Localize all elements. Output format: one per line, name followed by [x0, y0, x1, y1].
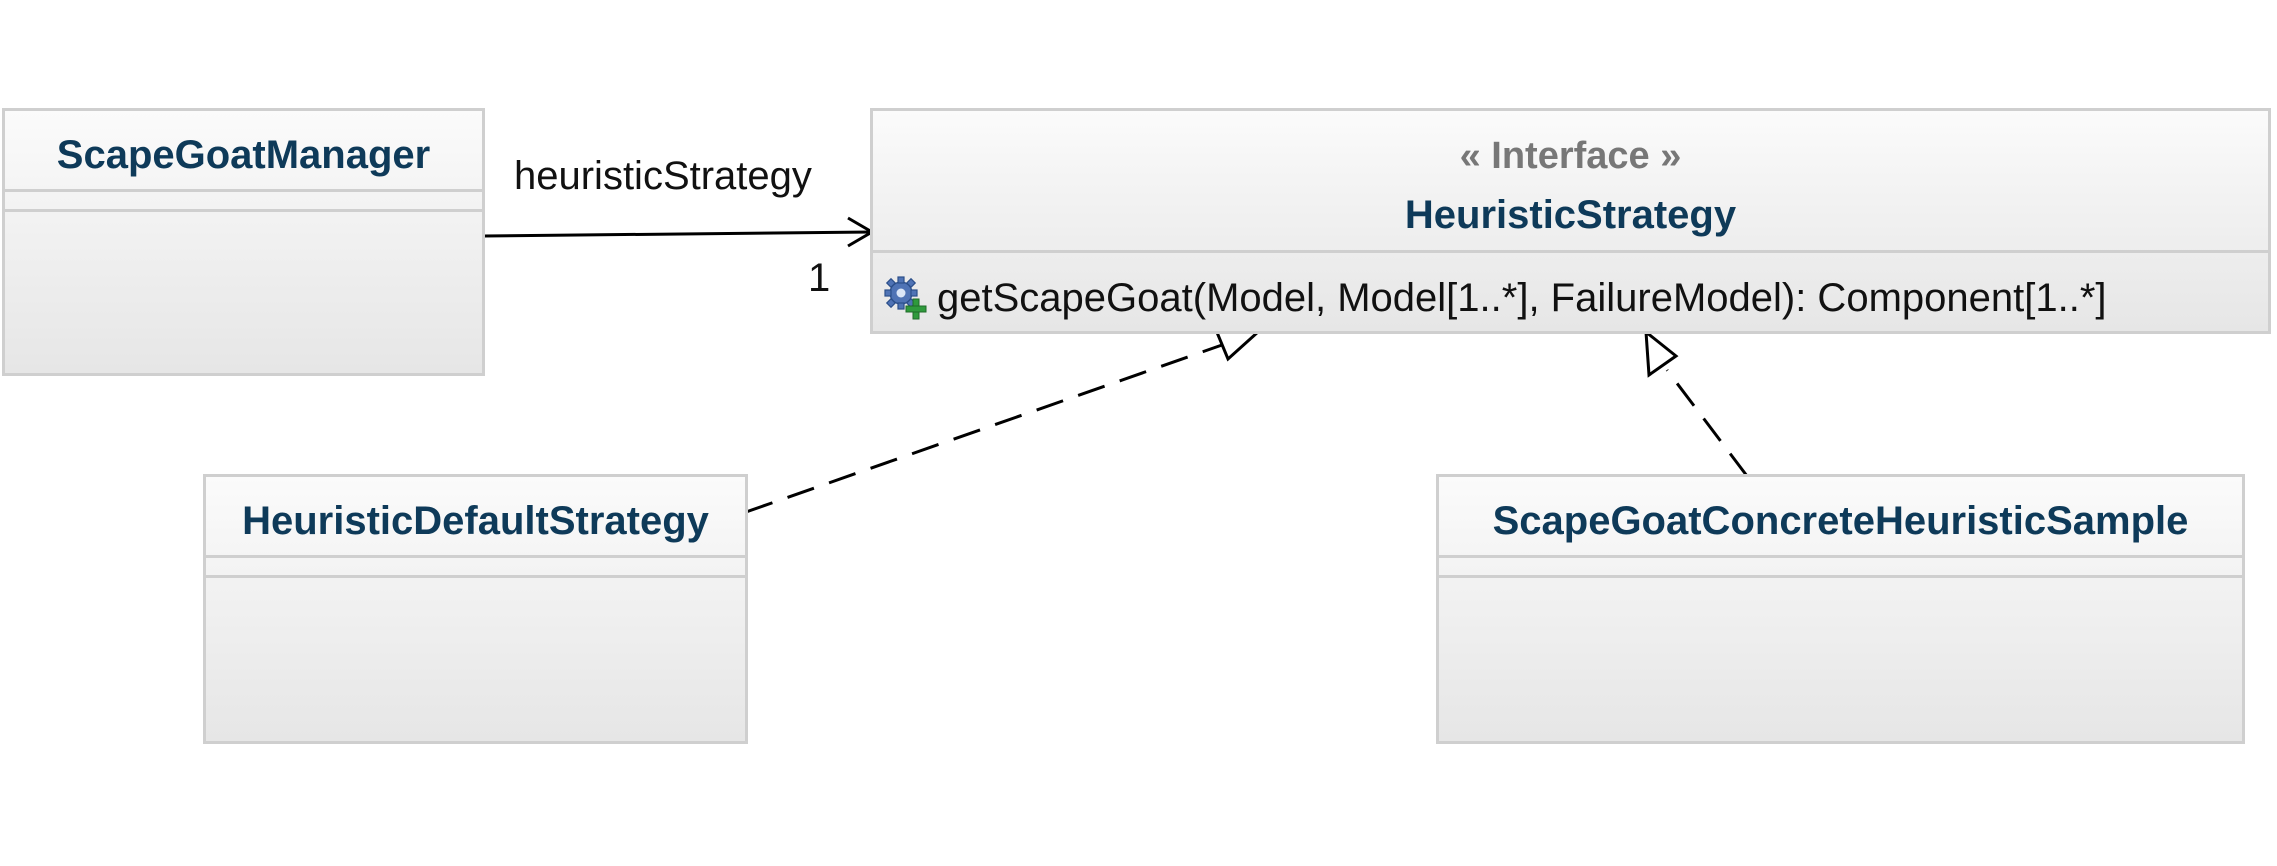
class-divider — [873, 250, 2268, 253]
operation-signature: getScapeGoat(Model, Model[1..*], Failure… — [937, 275, 2107, 320]
class-scapegoatmanager[interactable]: ScapeGoatManager — [2, 108, 485, 376]
class-divider — [5, 209, 482, 212]
class-name: ScapeGoatManager — [56, 133, 431, 177]
operation-getscapegoat[interactable]: getScapeGoat(Model, Model[1..*], Failure… — [883, 275, 2107, 321]
realization-arrowhead-default — [1213, 328, 1262, 362]
association-line[interactable] — [483, 230, 873, 238]
realization-line-default[interactable] — [745, 343, 1223, 514]
class-divider — [1439, 575, 2242, 578]
class-name: HeuristicStrategy — [1404, 193, 1737, 237]
class-scapegoatconcreteheuristicsample[interactable]: ScapeGoatConcreteHeuristicSample — [1436, 474, 2245, 744]
association-role-label: heuristicStrategy — [514, 154, 812, 198]
class-divider — [206, 555, 745, 558]
public-operation-gear-plus-icon — [884, 276, 927, 320]
class-divider — [5, 189, 482, 192]
class-name: HeuristicDefaultStrategy — [242, 499, 709, 543]
realization-arrowhead-concrete — [1644, 328, 1679, 378]
realization-line-concrete[interactable] — [1665, 369, 1749, 477]
class-name: ScapeGoatConcreteHeuristicSample — [1492, 499, 2189, 543]
association-multiplicity-label: 1 — [808, 256, 831, 300]
interface-heuristicstrategy[interactable]: « Interface » HeuristicStrategy getScape… — [870, 108, 2271, 334]
interface-stereotype: « Interface » — [1459, 135, 1682, 177]
class-divider — [1439, 555, 2242, 558]
class-heuristicdefaultstrategy[interactable]: HeuristicDefaultStrategy — [203, 474, 748, 744]
class-divider — [206, 575, 745, 578]
